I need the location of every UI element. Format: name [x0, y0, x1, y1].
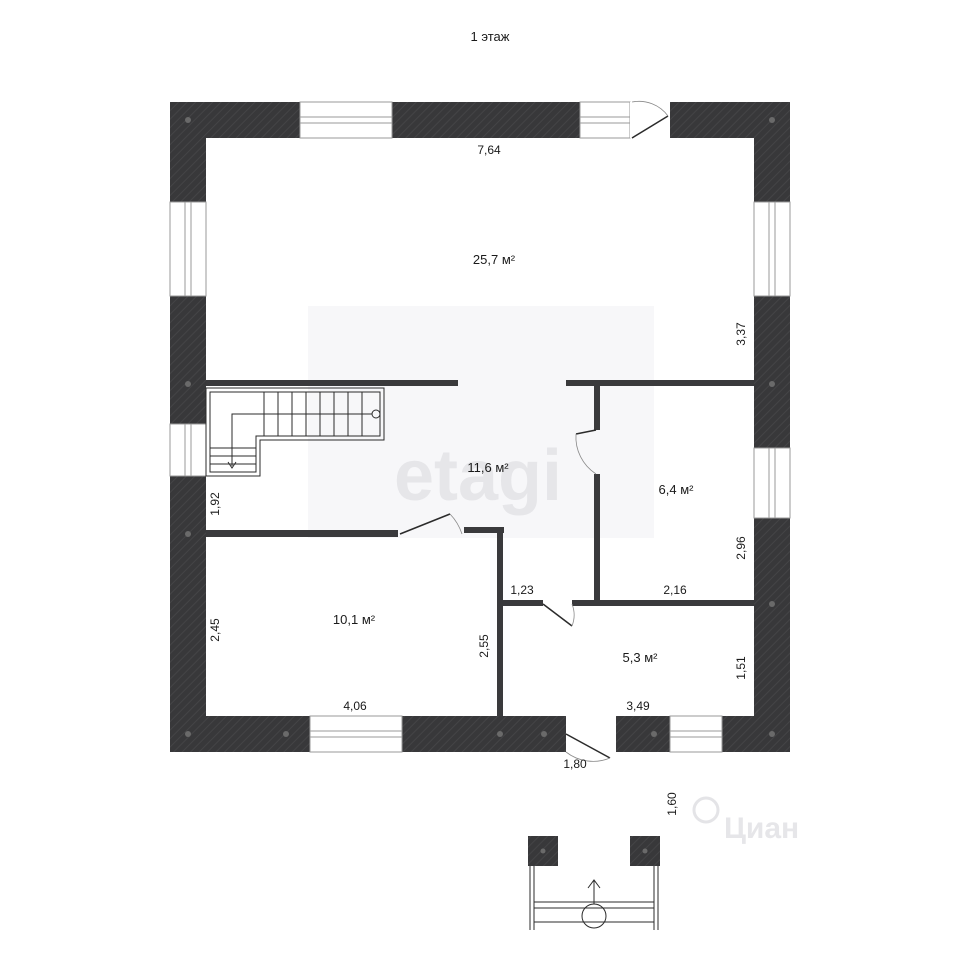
- dim-room-right-width: 2,16: [663, 583, 687, 597]
- interior-walls: [206, 380, 754, 716]
- room-area-left: 10,1 м²: [333, 612, 376, 627]
- window-bottom-left: [309, 715, 403, 753]
- interior-doors: [399, 429, 597, 627]
- room-area-right: 6,4 м²: [659, 482, 695, 497]
- room-area-hall: 11,6 м²: [467, 460, 509, 475]
- staircase: [205, 387, 385, 477]
- dim-room-right-height: 2,96: [734, 536, 748, 560]
- dim-porch-depth: 1,60: [665, 792, 679, 816]
- window-left-upper: [169, 201, 207, 297]
- window-right-middle: [753, 447, 791, 519]
- window-bottom-right: [669, 715, 723, 753]
- windows: [169, 101, 791, 753]
- dim-top-width: 7,64: [477, 143, 501, 157]
- porch: [528, 836, 660, 930]
- dim-bottom-right-height: 1,51: [734, 656, 748, 680]
- dim-passage: 1,23: [510, 583, 534, 597]
- svg-text:Циан: Циан: [724, 812, 799, 845]
- dim-bottom-right-width: 3,49: [626, 699, 650, 713]
- dim-left-width: 4,06: [343, 699, 367, 713]
- watermark-corner: Циан: [692, 796, 799, 845]
- window-left-middle: [169, 423, 207, 477]
- room-area-bottom-right: 5,3 м²: [623, 650, 659, 665]
- window-top-right: [579, 101, 631, 139]
- room-area-living: 25,7 м²: [473, 252, 516, 267]
- plan-title: 1 этаж: [471, 29, 510, 44]
- window-right-upper: [753, 201, 791, 297]
- dim-left-inner: 2,55: [477, 634, 491, 658]
- outer-doors: [565, 100, 670, 762]
- dim-entrance-width: 1,80: [563, 757, 587, 771]
- dim-stair-height: 1,92: [208, 492, 222, 516]
- wall-markers: [185, 117, 775, 737]
- window-top-left: [299, 101, 393, 139]
- dim-right-upper: 3,37: [734, 322, 748, 346]
- watermark-center: etagi: [394, 436, 562, 516]
- dim-left-height: 2,45: [208, 618, 222, 642]
